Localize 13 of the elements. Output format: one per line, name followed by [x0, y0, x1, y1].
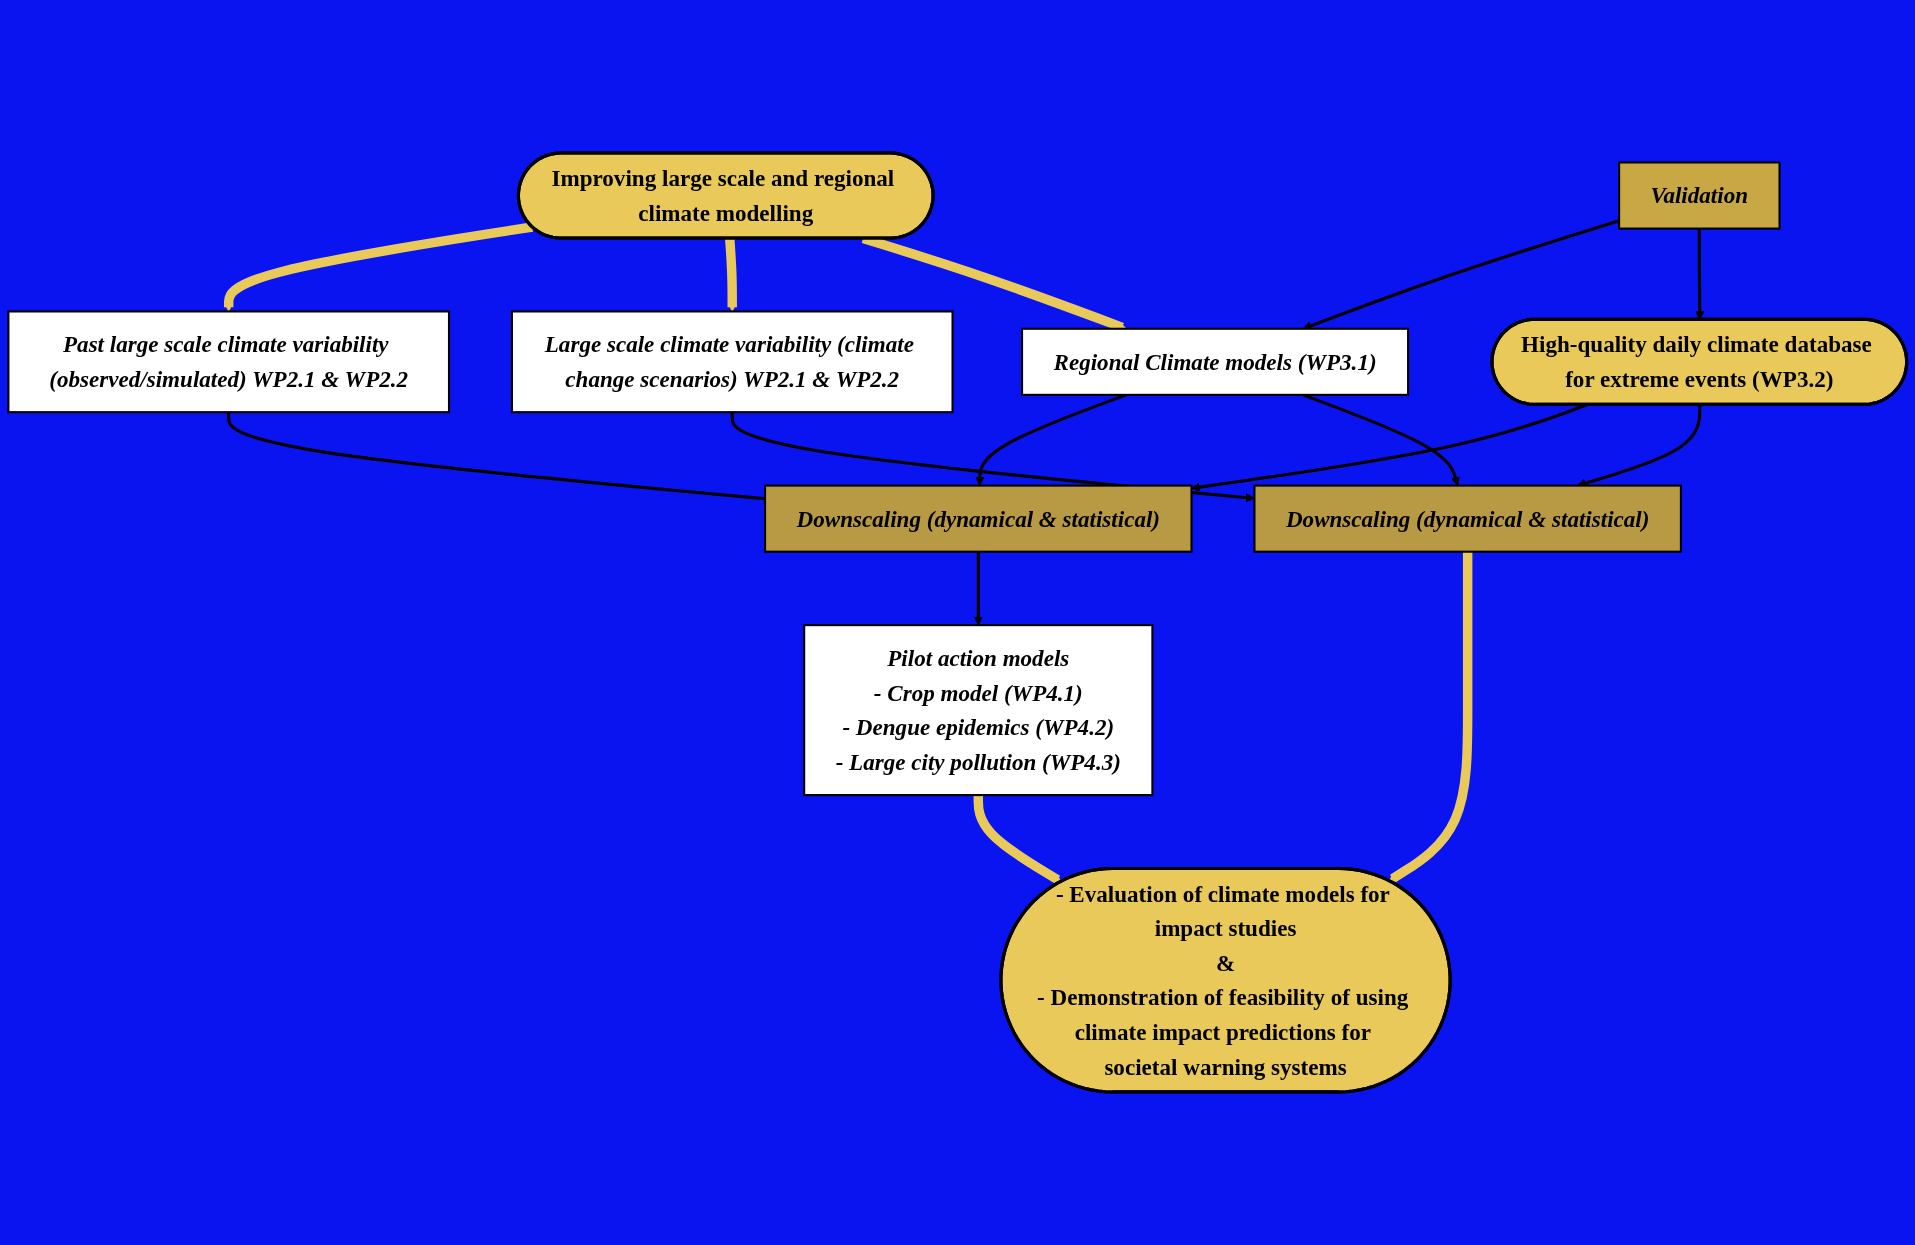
arrow	[1388, 551, 1473, 883]
node-box: Downscaling (dynamical & statistical)	[764, 484, 1193, 553]
node-box: Pilot action models - Crop model (WP4.1) - Dengue epidemics (WP4.2) - Large city pollution (WP4.3)	[803, 624, 1154, 797]
arrow	[973, 795, 1062, 884]
node-box: Validation	[1618, 161, 1781, 230]
node-box: Regional Climate models (WP3.1)	[1021, 327, 1410, 396]
node-box: Downscaling (dynamical & statistical)	[1253, 484, 1682, 553]
arrow	[223, 222, 534, 312]
connector	[227, 412, 766, 501]
node-box: Large scale climate variability (climate change scenarios) WP2.1 & WP2.2	[510, 310, 954, 414]
arrow	[973, 551, 983, 626]
node-box: Past large scale climate variability (observed/simulated) WP2.1 & WP2.2	[7, 310, 451, 414]
arrow	[725, 238, 737, 312]
